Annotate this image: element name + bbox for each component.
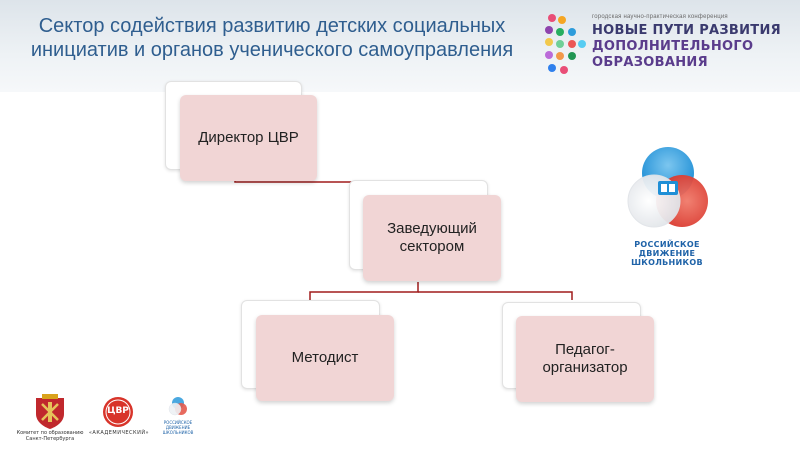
conference-title-line-3: ОБРАЗОВАНИЯ: [592, 55, 708, 70]
committee-line-2: Санкт-Петербурга: [25, 436, 75, 442]
page-title-line-1: Сектор содействия развитию детских социа…: [38, 15, 506, 37]
conference-caption: городская научно-практическая конференци…: [592, 14, 728, 20]
rdsh-caption: РОССИЙСКОЕ ДВИЖЕНИЕ ШКОЛЬНИКОВ: [612, 240, 722, 267]
rdsh-caption-line-2: ДВИЖЕНИЕ ШКОЛЬНИКОВ: [631, 249, 703, 267]
rdsh-small-logo-icon: [168, 397, 187, 416]
committee-caption: Комитет по образованию Санкт-Петербурга: [12, 430, 88, 442]
rdsh-small-line-2: ДВИЖЕНИЕ ШКОЛЬНИКОВ: [162, 425, 194, 435]
rdsh-caption-line-1: РОССИЙСКОЕ: [634, 240, 700, 249]
header-band: [0, 0, 800, 92]
head-label-line-2: сектором: [399, 238, 465, 255]
rdsh-small-line-1: РОССИЙСКОЕ: [163, 420, 193, 425]
rdsh-small-caption: РОССИЙСКОЕ ДВИЖЕНИЕ ШКОЛЬНИКОВ: [158, 420, 198, 435]
connector-head-staff: [309, 282, 419, 300]
teacher-label-line-2: организатор: [542, 359, 628, 376]
methodist-card: Методист: [256, 315, 394, 401]
teacher-label-line-1: Педагог-: [555, 341, 615, 358]
director-card: Директор ЦВР: [180, 95, 317, 181]
methodist-label: Методист: [291, 349, 359, 366]
connector-head-teacher: [418, 291, 573, 300]
cvr-logo-label: ЦВР: [107, 406, 129, 416]
conference-title-line-2: ДОПОЛНИТЕЛЬНОГО: [592, 39, 754, 54]
cvr-logo-icon: [103, 397, 133, 427]
head-of-sector-card: Заведующий сектором: [363, 195, 501, 281]
head-label-line-1: Заведующий: [387, 220, 477, 237]
conference-dots-icon: [545, 14, 586, 74]
rdsh-logo-icon: [627, 147, 708, 228]
spb-coat-of-arms-icon: [36, 394, 64, 429]
committee-line-1: Комитет по образованию: [16, 430, 84, 436]
teacher-organizer-card: Педагог- организатор: [516, 316, 654, 402]
page-title-line-2: инициатив и органов ученического самоупр…: [30, 39, 514, 61]
director-label: Директор ЦВР: [198, 129, 299, 146]
conference-logo: городская научно-практическая конференци…: [540, 10, 790, 80]
conference-title-line-1: НОВЫЕ ПУТИ РАЗВИТИЯ: [592, 23, 781, 38]
academic-caption: «АКАДЕМИЧЕСКИЙ»: [88, 430, 150, 436]
page-title: Сектор содействия развитию детских социа…: [22, 14, 522, 62]
